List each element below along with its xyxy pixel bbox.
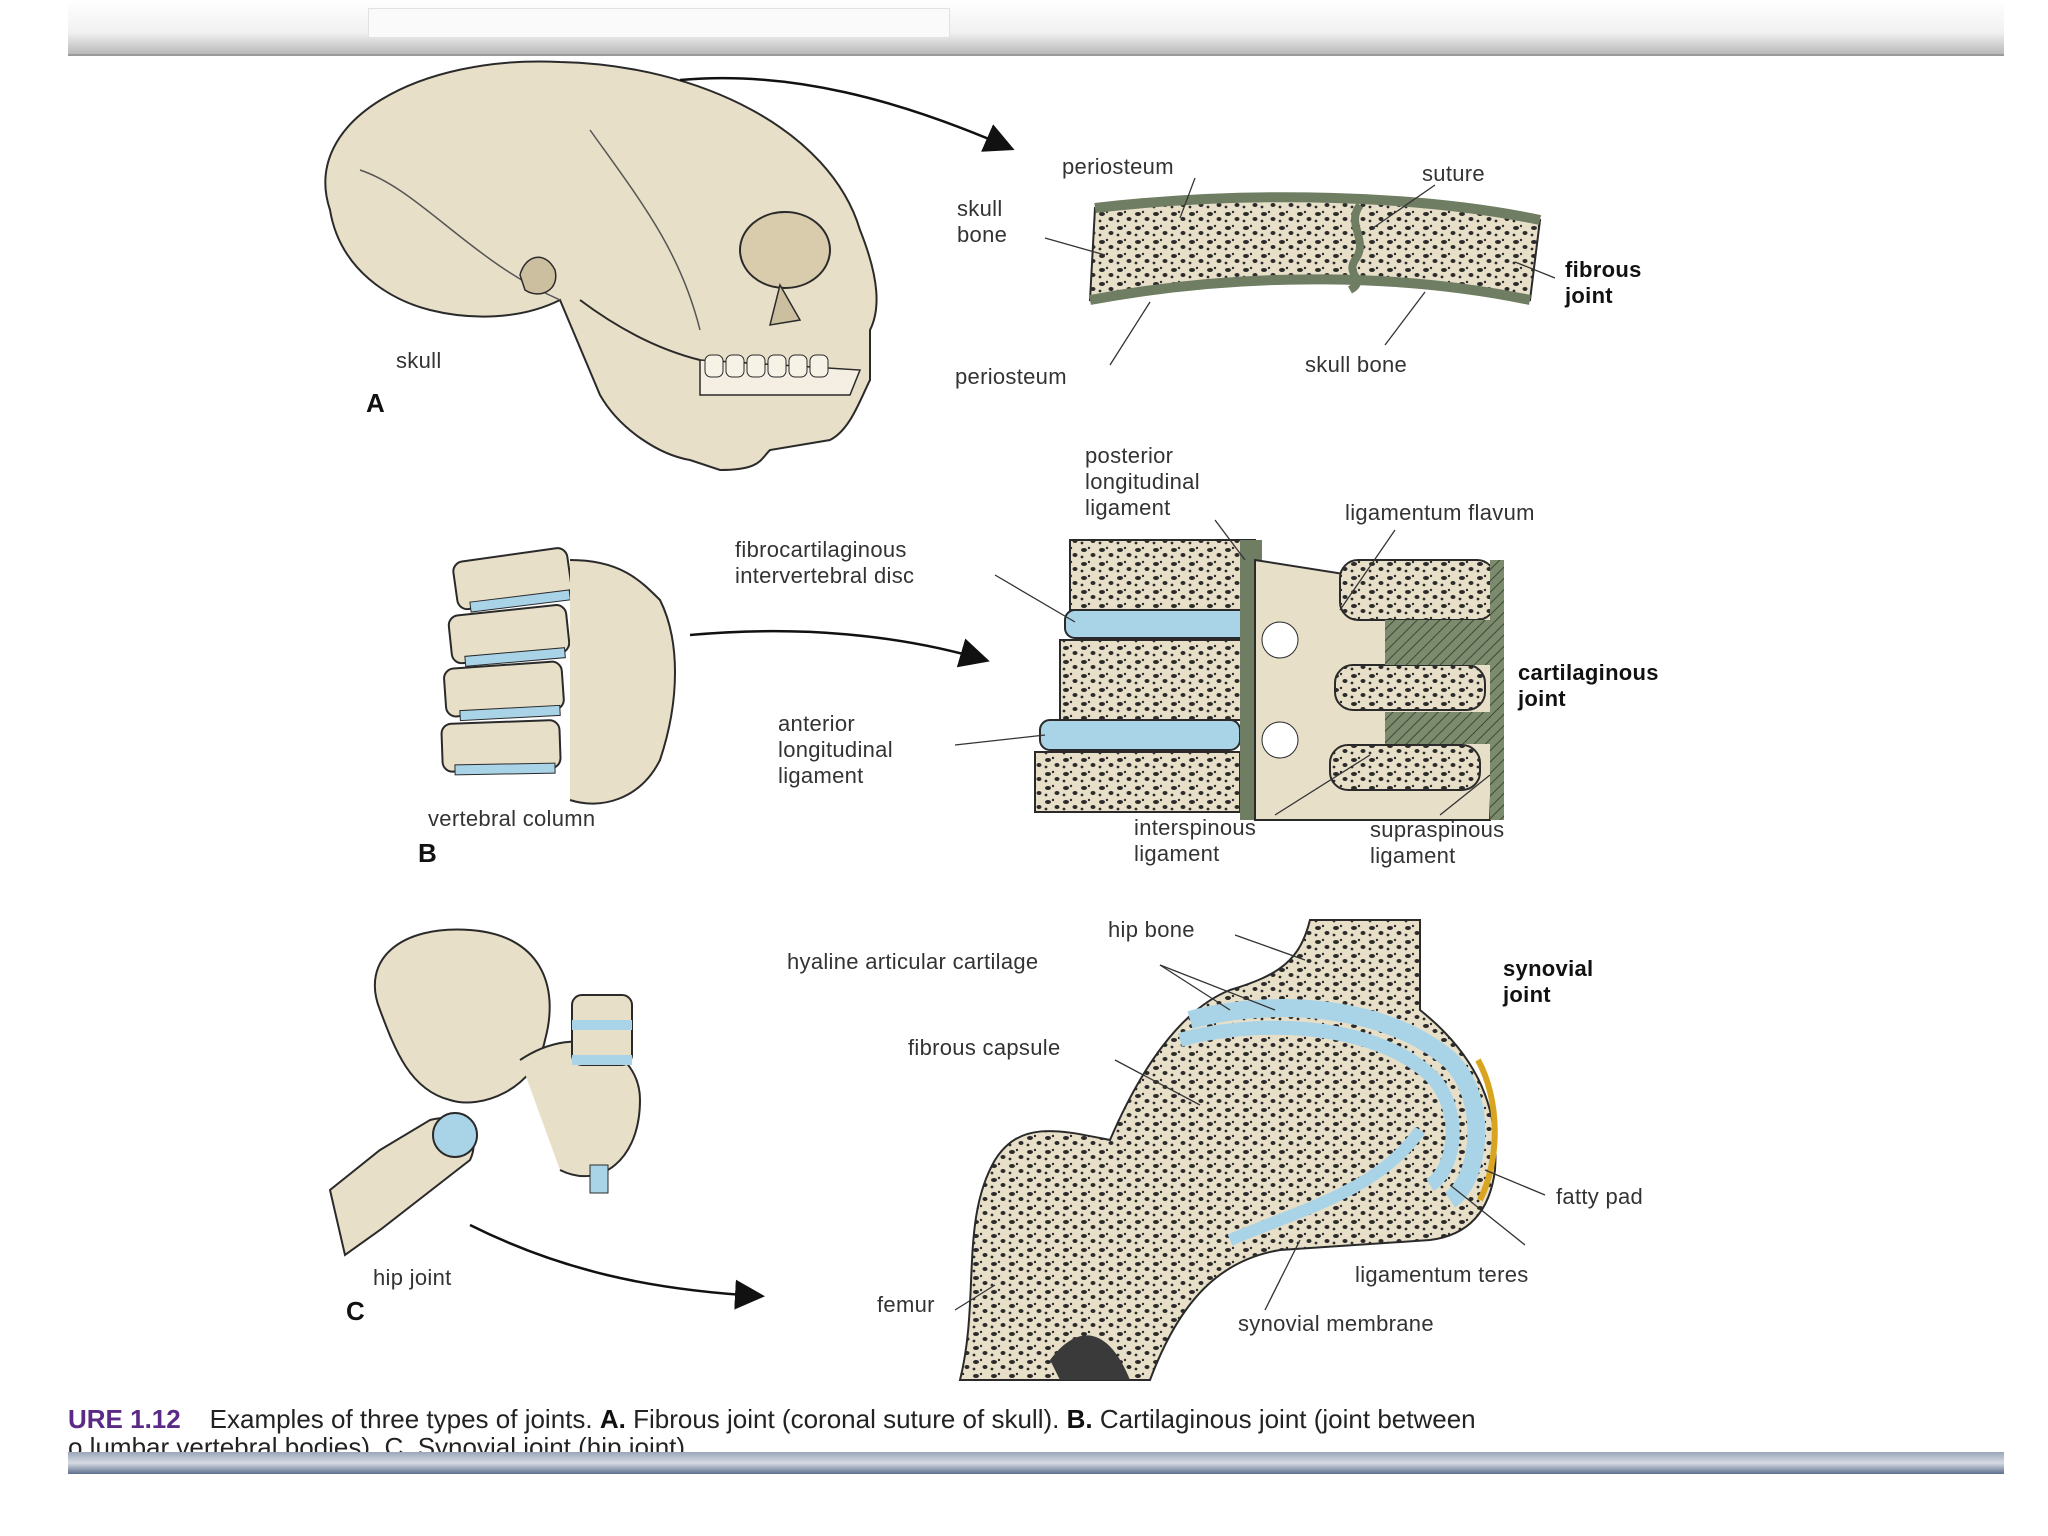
label-fibrous-joint: fibrous joint xyxy=(1565,257,1642,308)
browser-toolbar xyxy=(68,0,2004,56)
address-field[interactable] xyxy=(368,8,950,38)
label-ligamentum-flavum: ligamentum flavum xyxy=(1345,500,1535,525)
panel-b-letter: B xyxy=(418,838,437,868)
label-anterior-longitudinal-ligament: anterior longitudinal ligament xyxy=(778,711,893,788)
fibrous-joint-detail xyxy=(1088,192,1542,305)
panel-a-letter: A xyxy=(366,388,385,418)
panel-c-arrow xyxy=(469,1223,765,1310)
window-bottom-bar xyxy=(68,1452,2004,1474)
label-hyaline-articular-cartilage: hyaline articular cartilage xyxy=(787,949,1039,974)
label-vertebral-column: vertebral column xyxy=(428,806,596,831)
label-femur: femur xyxy=(877,1292,935,1317)
caption-b-text: Cartilaginous joint (joint between xyxy=(1099,1405,1476,1434)
label-posterior-longitudinal-ligament: posterior longitudinal ligament xyxy=(1085,443,1200,520)
label-fibrous-capsule: fibrous capsule xyxy=(908,1035,1061,1060)
label-suture: suture xyxy=(1422,161,1485,186)
label-skull: skull xyxy=(396,348,442,373)
caption-b-letter: B. xyxy=(1066,1405,1093,1434)
synovial-joint-detail xyxy=(958,919,1498,1381)
hip-illustration xyxy=(328,928,642,1257)
caption-line-2: o lumbar vertebral bodies). C. Synovial … xyxy=(68,1432,693,1453)
caption-figure-number: URE 1.12 xyxy=(68,1405,181,1434)
panel-b-arrow xyxy=(689,629,990,668)
label-hip-bone: hip bone xyxy=(1108,917,1195,942)
caption-intro: Examples of three types of joints. xyxy=(209,1405,593,1434)
cartilaginous-joint-detail xyxy=(1034,539,1504,821)
label-skull-bone-right: skull bone xyxy=(1305,352,1408,377)
label-periosteum-top: periosteum xyxy=(1062,154,1174,179)
figure-caption: URE 1.12 Examples of three types of join… xyxy=(68,1405,2004,1453)
label-intervertebral-disc: fibrocartilaginous intervertebral disc xyxy=(735,537,915,588)
label-synovial-joint: synovial joint xyxy=(1503,956,1594,1007)
panel-c-letter: C xyxy=(346,1296,365,1326)
label-skull-bone-left: skull bone xyxy=(957,196,1008,247)
panel-a-arrow xyxy=(679,76,1015,152)
vertebral-column-illustration xyxy=(440,547,676,805)
skull-illustration xyxy=(324,60,878,472)
label-cartilaginous-joint: cartilaginous joint xyxy=(1518,660,1659,711)
label-periosteum-bottom: periosteum xyxy=(955,364,1067,389)
label-supraspinous-ligament: supraspinous ligament xyxy=(1370,817,1505,868)
caption-a-letter: A. xyxy=(599,1405,626,1434)
label-interspinous-ligament: interspinous ligament xyxy=(1134,815,1257,866)
label-ligamentum-teres: ligamentum teres xyxy=(1355,1262,1529,1287)
leader-lines xyxy=(954,177,1556,1311)
caption-a-text: Fibrous joint (coronal suture of skull). xyxy=(633,1405,1060,1434)
label-hip-joint: hip joint xyxy=(373,1265,452,1290)
label-fatty-pad: fatty pad xyxy=(1556,1184,1644,1209)
label-synovial-membrane: synovial membrane xyxy=(1238,1311,1434,1336)
